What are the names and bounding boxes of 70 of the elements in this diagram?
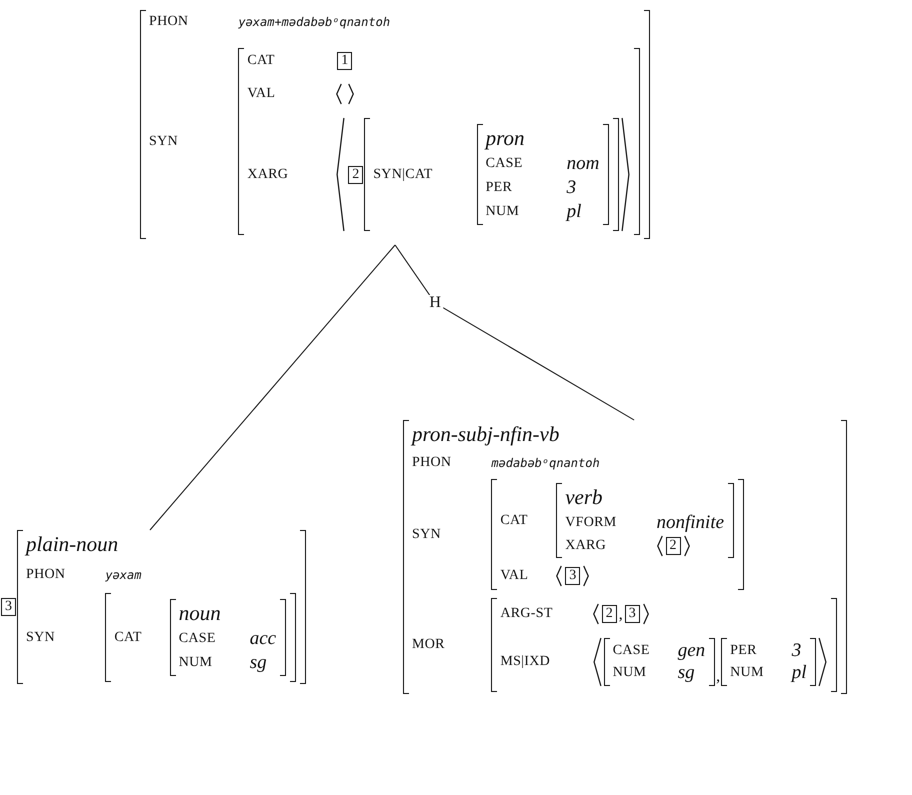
- phonology-text: mədabəbᵒqnantoh: [491, 456, 601, 470]
- feature-value: sg: [678, 662, 696, 684]
- phonology-text: yəxam+mədabəbᵒqnantoh: [238, 15, 392, 29]
- feature-name: NUM: [178, 655, 214, 671]
- feature-name: PHON: [149, 14, 188, 30]
- feature-value: 3: [566, 177, 578, 199]
- feature-name: PER: [730, 643, 758, 659]
- feature-name: NUM: [730, 665, 764, 681]
- feature-value: 3: [792, 640, 802, 662]
- feature-value: acc: [250, 628, 276, 650]
- feature-matrix: [721, 638, 816, 686]
- feature-matrix: [491, 479, 744, 590]
- comma: ,: [618, 606, 623, 624]
- feature-name: CASE: [612, 643, 650, 659]
- feature-matrix: [403, 420, 848, 694]
- type-label: pron: [486, 126, 526, 151]
- feature-name: NUM: [486, 204, 520, 220]
- feature-name: VAL: [247, 86, 276, 102]
- feature-name: XARG: [565, 538, 608, 554]
- feature-matrix: [238, 48, 640, 235]
- feature-name: SYN: [412, 526, 442, 542]
- feature-name: SYN: [149, 134, 179, 150]
- feature-matrix: [0, 530, 306, 684]
- feature-name: VFORM: [565, 515, 616, 531]
- feature-name: ARG-ST: [500, 606, 553, 622]
- feature-value: nom: [566, 153, 600, 175]
- index-tag: 3: [624, 605, 640, 623]
- feature-matrix: [491, 598, 838, 692]
- feature-name: CAT: [114, 630, 142, 646]
- type-label: verb: [565, 485, 604, 510]
- index-tag: 3: [1, 598, 16, 616]
- index-tag: 1: [337, 52, 352, 70]
- feature-name: PER: [486, 180, 514, 196]
- index-tag: 2: [666, 537, 680, 555]
- feature-value: sg: [250, 652, 268, 674]
- feature-matrix: [556, 483, 734, 558]
- feature-name: CASE: [486, 156, 523, 172]
- feature-path: SYN|CAT: [373, 166, 433, 182]
- feature-value: pl: [566, 201, 582, 223]
- index-tag: 3: [565, 567, 580, 585]
- feature-name: VAL: [500, 568, 528, 584]
- feature-matrix: [170, 599, 286, 676]
- feature-name: CAT: [500, 512, 528, 528]
- index-tag: 2: [348, 166, 364, 184]
- feature-name: PHON: [412, 455, 452, 471]
- type-label: noun: [178, 601, 222, 626]
- comma: ,: [716, 668, 720, 686]
- feature-name: CASE: [178, 631, 216, 647]
- feature-value: pl: [792, 662, 806, 684]
- edge-label: H: [427, 295, 443, 311]
- feature-name: SYN: [26, 630, 56, 646]
- feature-value: nonfinite: [656, 512, 724, 534]
- feature-value: gen: [678, 640, 706, 662]
- feature-name: XARG: [247, 166, 288, 182]
- feature-matrix: [364, 118, 620, 231]
- feature-matrix: [604, 638, 716, 686]
- tree-branch-line: [394, 244, 635, 420]
- type-label: plain-noun: [26, 532, 120, 557]
- phonology-text: yəxam: [105, 568, 142, 582]
- index-tag: 2: [602, 605, 617, 623]
- feature-name: PHON: [26, 567, 66, 583]
- feature-name: NUM: [612, 665, 648, 681]
- feature-matrix: [105, 593, 296, 682]
- feature-matrix: [476, 124, 610, 225]
- feature-path: MS|IXD: [500, 654, 552, 670]
- feature-name: MOR: [412, 637, 446, 653]
- feature-name: CAT: [247, 53, 276, 69]
- type-label: pron-subj-nfin-vb: [412, 422, 560, 447]
- tree-branch-line: [150, 244, 396, 530]
- feature-matrix: [140, 10, 650, 239]
